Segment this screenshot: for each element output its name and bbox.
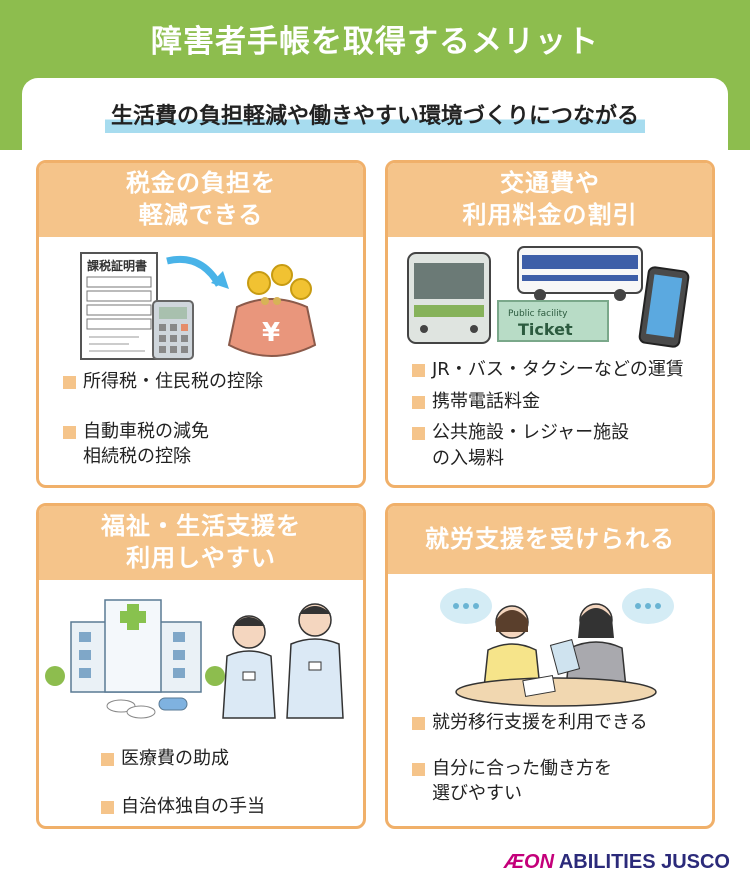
staff-woman-icon <box>222 615 276 719</box>
arrow-icon <box>166 255 223 287</box>
speech-bubble-icon <box>622 588 674 624</box>
card-welfare-heading: 福祉・生活支援を利用しやすい <box>39 506 363 580</box>
speech-bubble-icon <box>440 588 492 624</box>
card-transport: 交通費や利用料金の割引 Public facility Ticket JR・バス… <box>385 160 715 488</box>
list-item: 所得税・住民税の控除 <box>63 369 263 395</box>
list-item: 公共施設・レジャー施設の入場料 <box>412 420 684 471</box>
train-icon <box>407 252 491 344</box>
welfare-illustration <box>45 599 344 719</box>
advisor-icon <box>549 603 627 689</box>
list-item: 自分に合った働き方を選びやすい <box>412 756 648 807</box>
card-employment-list: 就労移行支援を利用できる 自分に合った働き方を選びやすい <box>412 710 648 807</box>
calculator-icon <box>152 300 194 360</box>
pills-icon <box>106 697 188 719</box>
card-welfare: 福祉・生活支援を利用しやすい 医療費の助成 <box>36 503 366 829</box>
svg-text:¥: ¥ <box>262 318 280 348</box>
list-item: 自治体独自の手当 <box>101 794 265 820</box>
staff-man-icon <box>286 603 344 719</box>
bus-icon <box>517 246 643 301</box>
job-seeker-icon <box>483 605 541 689</box>
smartphone-icon <box>638 266 690 348</box>
svg-text:課税証明書: 課税証明書 <box>87 258 147 273</box>
page-title: 障害者手帳を取得するメリット <box>151 24 599 60</box>
card-employment-heading: 就労支援を受けられる <box>388 506 712 574</box>
svg-text:Ticket: Ticket <box>518 320 573 339</box>
list-item: JR・バス・タクシーなどの運賃 <box>412 357 684 383</box>
card-transport-list: JR・バス・タクシーなどの運賃 携帯電話料金 公共施設・レジャー施設の入場料 <box>412 357 684 471</box>
list-item: 携帯電話料金 <box>412 389 684 415</box>
transport-illustration: Public facility Ticket <box>407 246 690 348</box>
page-subtitle: 生活費の負担軽減や働きやすい環境づくりにつながる <box>104 98 645 133</box>
list-item: 自動車税の減免相続税の控除 <box>63 419 263 470</box>
brand-logo: ÆON ABILITIES JUSCO <box>504 851 730 873</box>
hospital-icon <box>45 599 225 693</box>
table-icon <box>455 677 657 707</box>
svg-text:Public facility: Public facility <box>508 309 568 319</box>
employment-illustration <box>440 588 674 707</box>
list-item: 就労移行支援を利用できる <box>412 710 648 736</box>
card-welfare-list: 医療費の助成 自治体独自の手当 <box>101 746 265 819</box>
card-transport-heading: 交通費や利用料金の割引 <box>388 163 712 237</box>
card-tax-heading: 税金の負担を軽減できる <box>39 163 363 237</box>
purse-icon: ¥ <box>227 264 317 357</box>
ticket-icon: Public facility Ticket <box>497 300 609 342</box>
card-employment: 就労支援を受けられる 就労移行支援を利用できる 自分に合った働き方を選びやすい <box>385 503 715 829</box>
list-item: 医療費の助成 <box>101 746 265 772</box>
tax-certificate-icon: 課税証明書 <box>80 252 158 360</box>
card-tax-list: 所得税・住民税の控除 自動車税の減免相続税の控除 <box>63 369 263 470</box>
card-tax: 税金の負担を軽減できる 課税証明書 ¥ <box>36 160 366 488</box>
tax-illustration: 課税証明書 ¥ <box>80 252 317 360</box>
